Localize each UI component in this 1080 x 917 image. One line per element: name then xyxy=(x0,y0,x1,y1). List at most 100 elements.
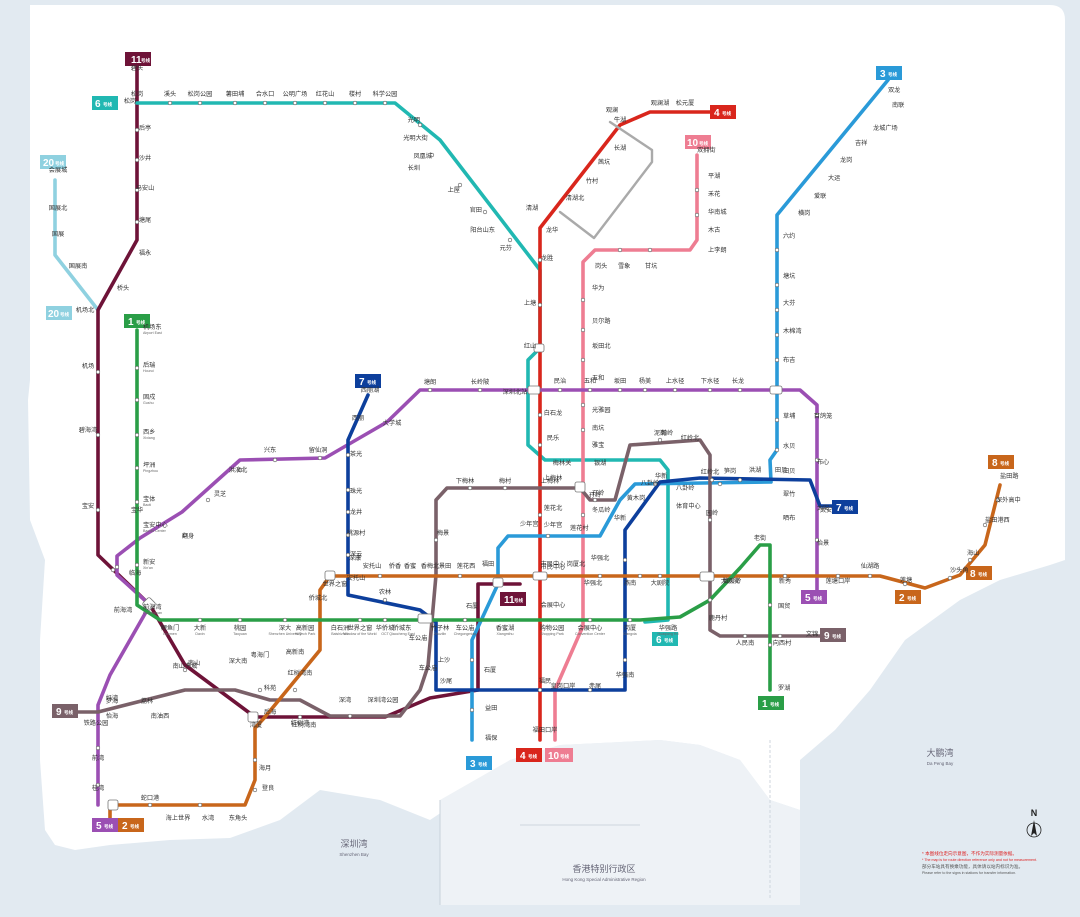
station-label[interactable]: 太安 xyxy=(820,506,832,514)
station-label[interactable]: 龙胜 xyxy=(541,254,553,262)
station-label[interactable]: 晒布 xyxy=(783,514,795,522)
station-label[interactable]: 香梅北 xyxy=(421,562,440,570)
station-label[interactable]: 上梅林 xyxy=(544,474,563,482)
station-label[interactable]: 少年宫 xyxy=(520,520,539,528)
station-label[interactable]: 马安山 xyxy=(136,184,155,192)
station-label[interactable]: 桂湾 xyxy=(92,784,104,792)
station-label[interactable]: 少年宫 xyxy=(544,521,563,529)
station-label[interactable]: 西乡 xyxy=(143,429,155,436)
station-label[interactable]: 华强南 xyxy=(616,671,635,679)
station-label[interactable]: 车公庙 xyxy=(409,634,428,642)
station-label[interactable]: 松岗 xyxy=(131,90,143,98)
station-label[interactable]: 深圳湾公园 xyxy=(368,696,399,704)
station-label[interactable]: 竹子林 xyxy=(431,624,450,632)
station-label[interactable]: 塘尾 xyxy=(139,216,151,224)
station-label[interactable]: 水贝 xyxy=(783,442,795,450)
station-label[interactable]: 景田 xyxy=(439,563,451,570)
station-label[interactable]: 盐田路 xyxy=(1000,472,1019,480)
station-label[interactable]: 盐田港西 xyxy=(985,516,1010,524)
station-label[interactable]: 上塘 xyxy=(524,299,536,307)
station-label[interactable]: 龙岗 xyxy=(840,156,852,164)
station-label[interactable]: 坂田 xyxy=(614,377,626,385)
station-label[interactable]: 六约 xyxy=(783,232,795,240)
station-label[interactable]: 老街 xyxy=(754,534,766,542)
station-label[interactable]: 公明广场 xyxy=(283,90,308,98)
station-label[interactable]: 安托山 xyxy=(363,562,382,570)
station-label[interactable]: 科苑 xyxy=(264,684,276,692)
station-label[interactable]: 安托山 xyxy=(347,574,366,582)
station-label[interactable]: 阳台山东 xyxy=(470,226,495,234)
station-label[interactable]: 福保 xyxy=(485,734,498,742)
station-label[interactable]: 白石洲 xyxy=(331,624,350,632)
station-label[interactable]: 福民 xyxy=(539,677,551,685)
station-label[interactable]: 黄木岗 xyxy=(627,494,646,502)
station-label[interactable]: 大运 xyxy=(828,174,840,182)
station-label[interactable]: 益田 xyxy=(485,704,497,712)
station-label[interactable]: 孖岭 xyxy=(589,491,601,499)
station-label[interactable]: 黄贝岭 xyxy=(723,577,742,585)
station-label[interactable]: 东角头 xyxy=(229,814,248,822)
station-label[interactable]: 红树湾南 xyxy=(292,721,317,729)
station-label[interactable]: 竹村 xyxy=(586,177,598,185)
station-label[interactable]: 红树湾南 xyxy=(288,669,313,677)
station-label[interactable]: 下梅林 xyxy=(456,477,475,485)
station-label[interactable]: 华强北 xyxy=(591,554,610,562)
station-label[interactable]: 深云 xyxy=(350,550,362,558)
station-label[interactable]: 南油西 xyxy=(151,712,170,720)
station-label[interactable]: 松岗公园 xyxy=(188,90,213,98)
station-label[interactable]: 牛湖 xyxy=(614,116,626,124)
station-label[interactable]: 上梅林 xyxy=(541,477,560,485)
station-label[interactable]: 大剧院 xyxy=(721,577,740,585)
station-label[interactable]: 留仙洞 xyxy=(309,446,328,454)
station-label[interactable]: 香蜜湖 xyxy=(496,624,515,632)
station-label[interactable]: 海山 xyxy=(967,549,979,557)
station-label[interactable]: 怡景 xyxy=(817,539,829,547)
station-label[interactable]: 莲塘 xyxy=(900,576,912,584)
station-label[interactable]: 梅村 xyxy=(499,477,511,485)
station-label[interactable]: 八卦岭 xyxy=(641,479,660,487)
station-label[interactable]: 世界之窗 xyxy=(348,624,373,632)
station-label[interactable]: 市民中心 xyxy=(541,560,566,568)
station-label[interactable]: 上沙 xyxy=(438,656,450,664)
station-label[interactable]: 清湖北 xyxy=(566,194,585,202)
station-label[interactable]: 香蜜 xyxy=(404,562,416,570)
station-label[interactable]: 长圳 xyxy=(408,164,420,172)
station-label[interactable]: 光明大街 xyxy=(403,134,428,142)
station-label[interactable]: 翠竹 xyxy=(783,490,795,498)
station-label[interactable]: 红山 xyxy=(524,342,536,350)
station-label[interactable]: 珠光 xyxy=(350,487,362,495)
station-label[interactable]: 上李朗 xyxy=(708,246,727,254)
station-label[interactable]: 茜坑 xyxy=(598,158,610,166)
station-label[interactable]: 后海 xyxy=(264,708,276,716)
station-label[interactable]: 深湾 xyxy=(339,696,351,704)
station-label[interactable]: 车公庙 xyxy=(456,624,475,632)
station-label[interactable]: 银湖 xyxy=(594,459,606,467)
station-label[interactable]: 吉祥 xyxy=(855,139,867,147)
station-label[interactable]: 洪浪北 xyxy=(229,466,248,474)
station-label[interactable]: 茶光 xyxy=(350,450,362,458)
station-label[interactable]: 南山 xyxy=(188,659,200,667)
station-label[interactable]: 龙井 xyxy=(350,508,362,516)
station-label[interactable]: 观澜湖 xyxy=(651,99,670,107)
station-label[interactable]: 红岭北 xyxy=(681,434,700,442)
station-label[interactable]: 田贝 xyxy=(783,468,795,475)
station-label[interactable]: 会展中心 xyxy=(541,601,566,609)
station-label[interactable]: 莲塘口岸 xyxy=(826,577,851,585)
station-label[interactable]: 侨香 xyxy=(389,562,401,570)
station-label[interactable]: 民乐 xyxy=(547,434,559,442)
station-label[interactable]: 洪湖 xyxy=(749,466,761,474)
station-label[interactable]: 翻身 xyxy=(182,532,194,540)
station-label[interactable]: 深康 xyxy=(349,554,361,562)
station-label[interactable]: 莲花北 xyxy=(544,504,563,512)
station-label[interactable]: 华南城 xyxy=(708,208,727,216)
station-label[interactable]: 石厦 xyxy=(466,603,478,610)
station-label[interactable]: 岗头 xyxy=(595,262,607,270)
station-label[interactable]: 民治 xyxy=(554,377,566,385)
station-label[interactable]: 兴东 xyxy=(264,446,276,454)
station-label[interactable]: 华侨城 xyxy=(376,624,395,632)
station-label[interactable]: 登良 xyxy=(262,784,274,792)
station-label[interactable]: 深外高中 xyxy=(996,496,1021,504)
station-label[interactable]: 西丽 xyxy=(352,415,364,422)
station-label[interactable]: 八卦岭 xyxy=(676,484,695,492)
station-label[interactable]: 鲤鱼门 xyxy=(161,624,180,632)
